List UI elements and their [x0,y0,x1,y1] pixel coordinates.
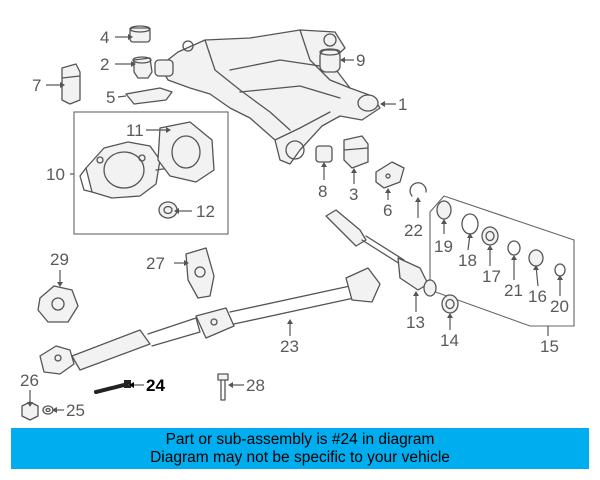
mount-3 [343,135,369,169]
drive-shaft-23 [39,267,381,375]
info-banner: Part or sub-assembly is #24 in diagram D… [11,428,589,469]
callout-22: 22 [404,221,423,240]
axle-seals-group [436,200,566,277]
callout-1: 1 [398,95,407,114]
callout-16: 16 [528,287,547,306]
callout-6: 6 [383,201,392,220]
banner-line-2: Diagram may not be specific to your vehi… [150,448,450,466]
callout-11: 11 [126,121,144,140]
center-bearing-27 [185,247,215,299]
callout-15: 15 [540,337,559,356]
banner-line-1: Part or sub-assembly is #24 in diagram [165,430,435,448]
callout-4: 4 [100,28,109,47]
mount-7 [61,63,81,105]
callout-21: 21 [504,281,523,300]
differential-group-box [73,111,229,235]
callout-25: 25 [66,401,85,420]
callout-7: 7 [32,76,41,95]
callout-13: 13 [406,313,425,332]
bushing-4 [129,25,151,43]
bushing-9 [319,48,341,73]
snap-ring-22 [409,182,427,197]
bushing-2 [132,56,153,79]
parts-diagram: 4 2 5 7 9 1 11 10 12 8 3 6 22 19 18 17 2… [20,25,575,421]
washer-25 [42,405,54,415]
flex-disc-29 [37,285,79,323]
axle-shaft-13 [325,209,437,297]
callout-14: 14 [440,331,459,350]
callout-labels: 4 2 5 7 9 1 11 10 12 8 3 6 22 19 18 17 2… [20,28,569,420]
bushing-8 [315,145,333,163]
callout-8: 8 [318,182,327,201]
bracket-5 [125,87,173,105]
callout-9: 9 [356,51,365,70]
callout-3: 3 [349,185,358,204]
bolt-24 [94,380,131,394]
callout-10: 10 [46,165,65,184]
bolt-28 [217,373,229,401]
seal-12 [158,201,178,219]
callout-28: 28 [246,376,265,395]
callout-18: 18 [458,251,477,270]
callout-12: 12 [196,202,215,221]
callout-2: 2 [100,55,109,74]
callout-5: 5 [106,88,115,107]
callout-29: 29 [50,250,69,269]
callout-26: 26 [20,371,39,390]
leader-arrowheads [27,34,563,413]
callout-20: 20 [550,297,569,316]
differential-housing [79,141,171,199]
callout-19: 19 [434,237,453,256]
differential-cover-11 [157,121,215,183]
seal-14 [441,294,459,314]
callout-17: 17 [482,267,501,286]
callout-23: 23 [280,337,299,356]
callout-24: 24 [146,376,165,395]
callout-27: 27 [146,254,165,273]
mount-6 [375,161,405,189]
